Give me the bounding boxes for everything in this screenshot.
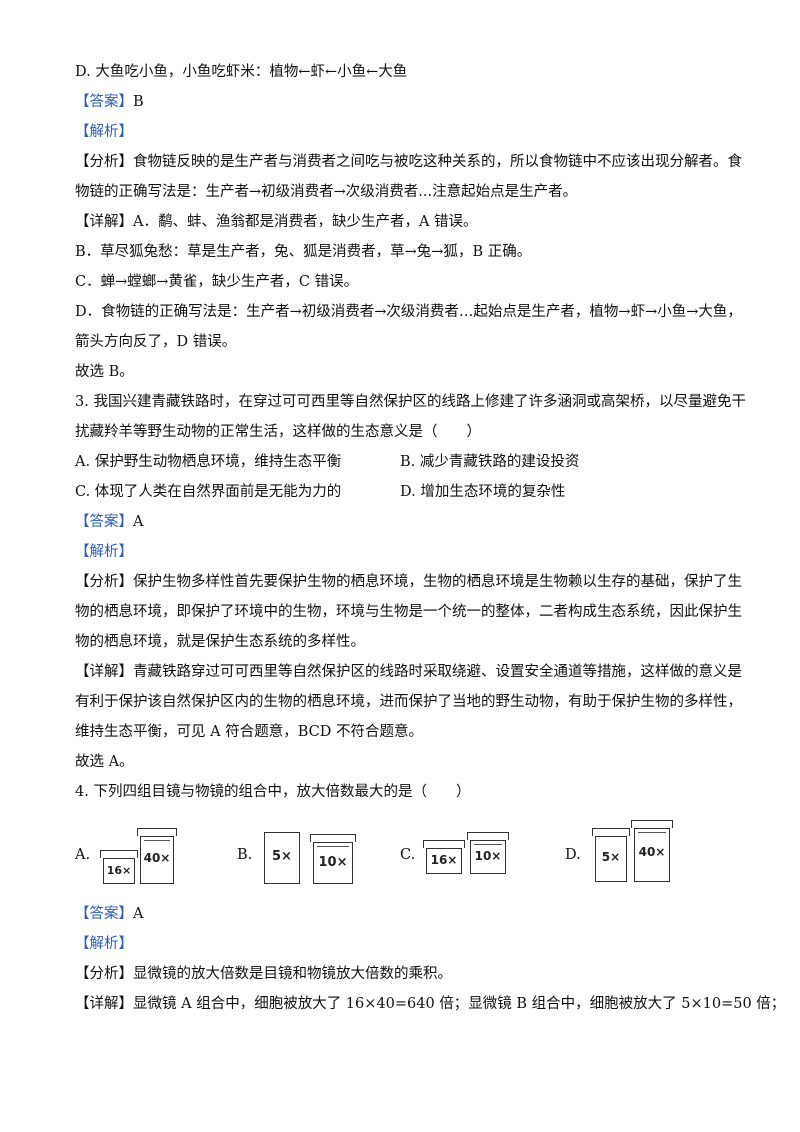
eyepiece-a-mag: 16× [106,864,132,877]
q2-option-d: D. 大鱼吃小鱼，小鱼吃虾米：植物←虾←小鱼←大鱼 [75,64,408,80]
objective-d: 40× [631,820,673,882]
q3-option-c: C. 体现了人类在自然界面前是无能为力的 [75,484,342,500]
text-line: 箭头方向反了，D 错误。 [75,334,237,350]
analysis-tag: 【解析】 [75,124,133,140]
objective-b: 10× [310,834,356,884]
answer-value: A [133,906,144,922]
objective-a-mag: 40× [143,851,171,865]
text-line: B．草尽狐兔愁：草是生产者，兔、狐是消费者，草→兔→狐，B 正确。 [75,244,532,260]
text-line: 维持生态平衡，可见 A 符合题意，BCD 不符合题意。 [75,724,423,740]
q3-option-d: D. 增加生态环境的复杂性 [400,484,566,500]
eyepiece-c: 16× [423,840,465,874]
analysis-tag: 【解析】 [75,544,133,560]
fenxi-text: 食物链反映的是生产者与消费者之间吃与被吃这种关系的，所以食物链中不应该出现分解者… [133,154,742,170]
objective-d-mag: 40× [638,845,666,859]
objective-c: 10× [467,832,509,874]
detail-line: 【详解】青藏铁路穿过可可西里等自然保护区的线路时采取绕避、设置安全通道等措施，这… [75,662,742,682]
text-line: 物的栖息环境，即保护了环境中的生物，环境与生物是一个统一的整体，二者构成生态系统… [75,604,742,620]
analysis-tag: 【解析】 [75,936,133,952]
text-line: 物的栖息环境，就是保护生态系统的多样性。 [75,634,365,650]
answer-tag: 【答案】 [75,514,133,530]
analysis-line: 【分析】食物链反映的是生产者与消费者之间吃与被吃这种关系的，所以食物链中不应该出… [75,152,742,172]
analysis-line: 【分析】保护生物多样性首先要保护生物的栖息环境，生物的栖息环境是生物赖以生存的基… [75,572,742,592]
fenxi-text: 显微镜的放大倍数是目镜和物镜放大倍数的乘积。 [133,966,452,982]
text-line: D．食物链的正确写法是：生产者→初级消费者→次级消费者…起始点是生产者，植物→虾… [75,304,742,320]
xiangjie-text: 显微镜 A 组合中，细胞被放大了 16×40=640 倍；显微镜 B 组合中，细… [133,996,786,1012]
text-line: C．蝉→螳螂→黄雀，缺少生产者，C 错误。 [75,274,359,290]
q3-option-b: B. 减少青藏铁路的建设投资 [400,454,580,470]
xiangjie-text: A．鹬、蚌、渔翁都是消费者，缺少生产者，A 错误。 [133,214,478,230]
xiangjie-tag: 【详解】 [75,996,133,1012]
answer-value: A [133,514,144,530]
option-b-label: B. [237,847,253,863]
text-line: 有利于保护该自然保护区内的生物的栖息环境，进而保护了当地的野生动物，有助于保护生… [75,694,742,710]
answer-value: B [133,94,144,110]
xiangjie-text: 青藏铁路穿过可可西里等自然保护区的线路时采取绕避、设置安全通道等措施，这样做的意… [133,664,742,680]
answer-line: 【答案】A [75,904,143,924]
fenxi-tag: 【分析】 [75,154,133,170]
eyepiece-b-mag: 5× [272,849,292,864]
objective-b-mag: 10× [318,855,348,870]
fenxi-text: 保护生物多样性首先要保护生物的栖息环境，生物的栖息环境是生物赖以生存的基础，保护… [133,574,742,590]
option-a-label: A. [75,847,91,863]
xiangjie-tag: 【详解】 [75,214,133,230]
eyepiece-c-mag: 16× [430,853,458,867]
answer-tag: 【答案】 [75,906,133,922]
answer-line: 【答案】A [75,512,143,532]
question-4-stem: 4. 下列四组目镜与物镜的组合中，放大倍数最大的是（ ） [75,784,471,800]
eyepiece-d-mag: 5× [601,850,621,864]
text-line: 物链的正确写法是：生产者→初级消费者→次级消费者...注意起始点是生产者。 [75,184,578,200]
analysis-heading: 【解析】 [75,122,133,142]
eyepiece-a: 16× [100,850,138,884]
option-c-label: C. [400,847,416,863]
analysis-line: 【分析】显微镜的放大倍数是目镜和物镜放大倍数的乘积。 [75,964,452,984]
objective-c-mag: 10× [474,849,502,863]
objective-a: 40× [137,828,177,884]
answer-tag: 【答案】 [75,94,133,110]
xiangjie-tag: 【详解】 [75,664,133,680]
conclusion-line: 故选 A。 [75,754,134,770]
question-3-stem: 3. 我国兴建青藏铁路时，在穿过可可西里等自然保护区的线路上修建了许多涵洞或高架… [75,394,746,410]
option-d-label: D. [565,847,581,863]
fenxi-tag: 【分析】 [75,574,133,590]
detail-line: 【详解】显微镜 A 组合中，细胞被放大了 16×40=640 倍；显微镜 B 组… [75,994,785,1014]
eyepiece-b: 5× [264,832,300,884]
conclusion-line: 故选 B。 [75,364,134,380]
analysis-heading: 【解析】 [75,542,133,562]
fenxi-tag: 【分析】 [75,966,133,982]
q3-option-a: A. 保护野生动物栖息环境，维持生态平衡 [75,454,342,470]
analysis-heading: 【解析】 [75,934,133,954]
question-3-stem-cont: 扰藏羚羊等野生动物的正常生活，这样做的生态意义是（ ） [75,424,481,440]
detail-line: 【详解】A．鹬、蚌、渔翁都是消费者，缺少生产者，A 错误。 [75,212,478,232]
answer-line: 【答案】B [75,92,144,112]
eyepiece-d: 5× [592,828,630,882]
